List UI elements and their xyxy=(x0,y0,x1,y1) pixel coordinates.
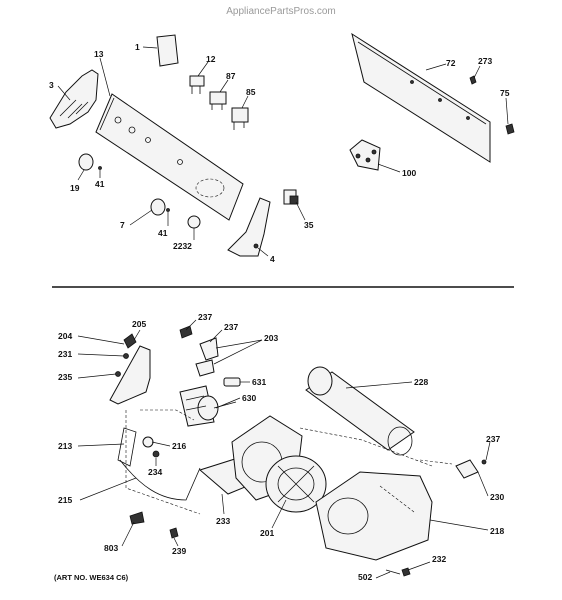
callout-41-b: 41 xyxy=(158,228,168,238)
part-213-idler-assembly xyxy=(117,427,160,467)
part-1-label-card xyxy=(156,34,179,67)
callout-215: 215 xyxy=(58,495,72,505)
callout-213: 213 xyxy=(58,441,72,451)
part-85-switch xyxy=(231,107,249,130)
callout-19: 19 xyxy=(70,183,80,193)
callout-273: 273 xyxy=(478,56,492,66)
callouts-bottom: 204 205 237 237 203 231 235 631 228 630 … xyxy=(58,312,504,582)
callout-201: 201 xyxy=(260,528,274,538)
part-215-belt xyxy=(119,459,201,501)
callout-234: 234 xyxy=(148,467,162,477)
part-631-switch xyxy=(223,377,241,387)
callout-237-b: 237 xyxy=(224,322,238,332)
part-75-screw xyxy=(505,123,515,135)
part-7-knob xyxy=(150,198,166,216)
part-4-end-cap xyxy=(227,197,271,257)
callout-7: 7 xyxy=(120,220,125,230)
part-3-end-cap xyxy=(49,69,99,129)
part-2232-button xyxy=(187,215,201,229)
callout-72: 72 xyxy=(446,58,456,68)
part-273-screw xyxy=(469,75,477,85)
watermark: AppliancePartsPros.com xyxy=(226,6,336,17)
callout-218: 218 xyxy=(490,526,504,536)
part-235-screw xyxy=(115,371,121,377)
part-19-knob xyxy=(78,153,94,171)
part-13-backsplash xyxy=(95,93,244,221)
callout-239: 239 xyxy=(172,546,186,556)
callout-13: 13 xyxy=(94,49,104,59)
callout-1: 1 xyxy=(135,42,140,52)
callout-87: 87 xyxy=(226,71,236,81)
control-panel-assembly xyxy=(49,34,299,257)
callout-2232: 2232 xyxy=(173,241,192,251)
callout-205: 205 xyxy=(132,319,146,329)
leader-lines-top xyxy=(57,46,509,257)
part-201-blower-wheel xyxy=(265,455,327,513)
part-203-clips xyxy=(199,337,219,361)
art-number: (ART NO. WE634 C6) xyxy=(54,573,129,582)
part-234-pulley xyxy=(152,450,160,458)
assembly-outline xyxy=(125,409,453,515)
callout-631: 631 xyxy=(252,377,266,387)
callout-41: 41 xyxy=(95,179,105,189)
part-12-switch xyxy=(189,75,205,94)
callout-203: 203 xyxy=(264,333,278,343)
part-41-clip xyxy=(98,166,102,170)
callout-12: 12 xyxy=(206,54,216,64)
part-237-screw xyxy=(179,325,193,339)
part-803-bracket xyxy=(129,511,145,525)
part-205-motor-bracket xyxy=(109,345,151,405)
callout-235: 235 xyxy=(58,372,72,382)
callout-237: 237 xyxy=(198,312,212,322)
part-230-thermostat xyxy=(455,459,487,479)
blower-drive-assembly xyxy=(109,325,487,577)
callout-630: 630 xyxy=(242,393,256,403)
part-228-duct xyxy=(305,366,415,456)
part-232-screw xyxy=(401,567,411,577)
callout-75: 75 xyxy=(500,88,510,98)
callout-233: 233 xyxy=(216,516,230,526)
callout-85: 85 xyxy=(246,87,256,97)
part-502-screw xyxy=(385,569,401,575)
callout-3: 3 xyxy=(49,80,54,90)
callout-230: 230 xyxy=(490,492,504,502)
callout-237-c: 237 xyxy=(486,434,500,444)
callouts-top: 1 3 13 12 87 85 19 41 7 41 2232 72 273 7… xyxy=(49,42,510,264)
part-41-clip-2 xyxy=(166,208,170,212)
part-87-switch xyxy=(209,91,227,110)
part-231-screw xyxy=(123,353,129,359)
part-630-motor xyxy=(179,385,237,427)
callout-216: 216 xyxy=(172,441,186,451)
callout-228: 228 xyxy=(414,377,428,387)
callout-204: 204 xyxy=(58,331,72,341)
part-218-blower-housing xyxy=(315,471,433,561)
callout-4: 4 xyxy=(270,254,275,264)
callout-232: 232 xyxy=(432,554,446,564)
callout-502: 502 xyxy=(358,572,372,582)
part-239-screw xyxy=(169,527,179,539)
callout-35: 35 xyxy=(304,220,314,230)
leader-lines-bottom xyxy=(77,319,491,579)
part-72-rear-panel xyxy=(351,32,491,163)
callout-100: 100 xyxy=(402,168,416,178)
callout-231: 231 xyxy=(58,349,72,359)
callout-803: 803 xyxy=(104,543,118,553)
part-35-timer-switch xyxy=(283,189,299,205)
part-100-terminal-block xyxy=(349,139,381,171)
part-204-clip xyxy=(123,333,137,349)
rear-panel-assembly xyxy=(349,32,515,171)
